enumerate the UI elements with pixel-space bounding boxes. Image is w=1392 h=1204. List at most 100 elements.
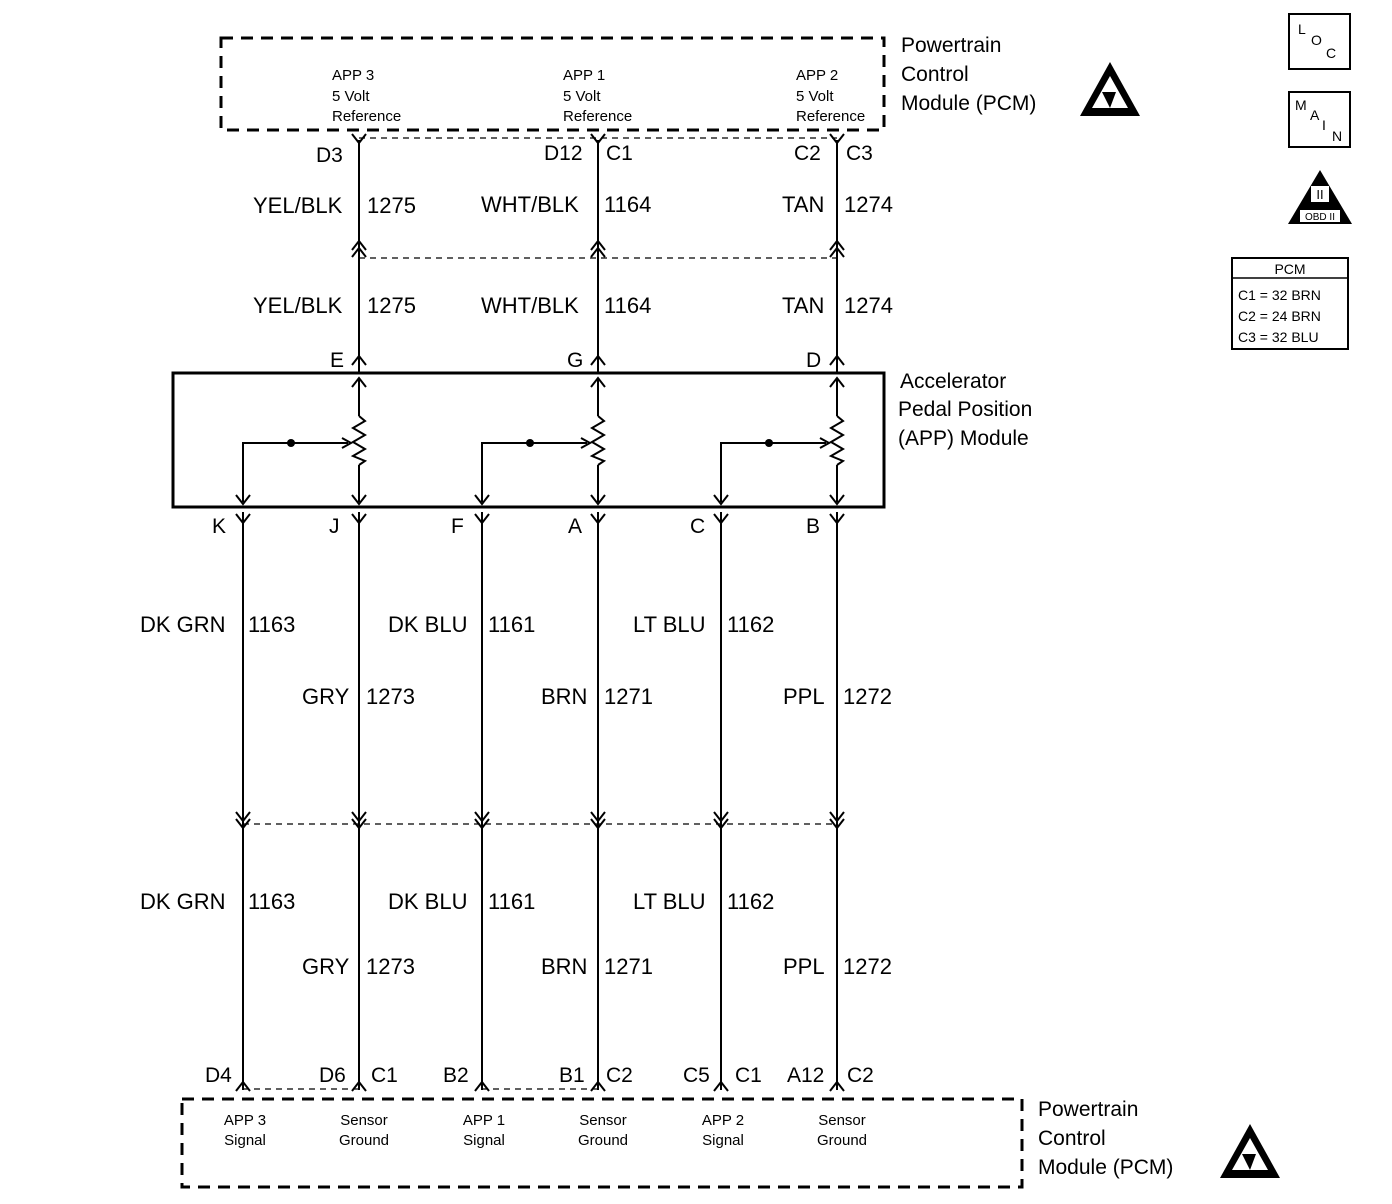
lower-wire-label-1163-b: DK GRN 1163 xyxy=(140,889,295,914)
pin-c2-top: C2 xyxy=(794,142,821,165)
pin-d: D xyxy=(806,349,821,372)
svg-text:Sensor: Sensor xyxy=(579,1112,627,1129)
loc-icon[interactable]: L O C xyxy=(1288,13,1351,70)
svg-text:A: A xyxy=(1310,107,1320,123)
svg-text:DK GRN: DK GRN xyxy=(140,889,226,914)
svg-text:Reference: Reference xyxy=(796,108,865,125)
svg-text:C5: C5 xyxy=(683,1064,710,1087)
top-pcm-terminal-app3: APP 3 5 Volt Reference xyxy=(332,67,401,125)
svg-text:B1: B1 xyxy=(559,1064,585,1087)
upper-wire-label-1275-b: YEL/BLK 1275 xyxy=(253,293,416,318)
top-pcm-title: Powertrain Control Module (PCM) xyxy=(901,34,1036,115)
svg-text:II: II xyxy=(1316,187,1323,202)
esd-warning-icon-bottom xyxy=(1220,1124,1280,1178)
lower-wires xyxy=(235,512,845,1092)
svg-text:1273: 1273 xyxy=(366,954,415,979)
lower-wire-label-1272-b: PPL 1272 xyxy=(783,954,892,979)
svg-text:Ground: Ground xyxy=(339,1132,389,1149)
svg-text:1272: 1272 xyxy=(843,684,892,709)
obd-ii-icon[interactable]: II OBD II xyxy=(1288,170,1352,224)
svg-text:L: L xyxy=(1298,21,1306,37)
svg-text:1161: 1161 xyxy=(488,889,535,914)
svg-text:C1: C1 xyxy=(371,1064,398,1087)
svg-text:GRY: GRY xyxy=(302,954,350,979)
svg-text:LT BLU: LT BLU xyxy=(633,889,706,914)
pin-k: K xyxy=(212,515,226,538)
svg-text:C: C xyxy=(1326,45,1336,61)
bottom-pcm-title: Powertrain Control Module (PCM) xyxy=(1038,1098,1173,1179)
svg-text:D4: D4 xyxy=(205,1064,232,1087)
pin-c3-top: C3 xyxy=(846,142,873,165)
app-module-box xyxy=(171,371,886,509)
svg-text:C2 = 24 BRN: C2 = 24 BRN xyxy=(1238,308,1321,324)
svg-text:1275: 1275 xyxy=(367,293,416,318)
pcm-connector-table: PCM C1 = 32 BRN C2 = 24 BRN C3 = 32 BLU xyxy=(1231,257,1349,350)
pin-j: J xyxy=(329,515,340,538)
svg-text:OBD II: OBD II xyxy=(1305,212,1335,223)
bottom-pcm-box xyxy=(180,1097,1024,1189)
svg-text:C2: C2 xyxy=(847,1064,874,1087)
pin-c1-top: C1 xyxy=(606,142,633,165)
lower-wire-label-1271-b: BRN 1271 xyxy=(541,954,653,979)
svg-text:1162: 1162 xyxy=(727,889,774,914)
svg-text:5 Volt: 5 Volt xyxy=(563,88,601,105)
top-pcm-terminal-app1: APP 1 5 Volt Reference xyxy=(563,67,632,125)
upper-wire-label-1164-a: WHT/BLK 1164 xyxy=(481,192,651,217)
bottom-pcm-pins: D4 D6 C1 B2 B1 C2 C5 C1 A12 C2 xyxy=(205,1064,874,1087)
svg-text:Signal: Signal xyxy=(224,1132,266,1149)
svg-text:Reference: Reference xyxy=(332,108,401,125)
svg-text:5 Volt: 5 Volt xyxy=(332,88,370,105)
svg-text:M: M xyxy=(1295,97,1307,113)
main-icon[interactable]: M A I N xyxy=(1288,91,1351,148)
svg-text:1163: 1163 xyxy=(248,889,295,914)
svg-text:Sensor: Sensor xyxy=(340,1112,388,1129)
pin-a: A xyxy=(568,515,582,538)
svg-text:B2: B2 xyxy=(443,1064,469,1087)
svg-text:DK BLU: DK BLU xyxy=(388,889,467,914)
svg-text:Powertrain: Powertrain xyxy=(1038,1098,1138,1121)
svg-text:1163: 1163 xyxy=(248,612,295,637)
upper-wire-label-1275-a: YEL/BLK 1275 xyxy=(253,193,416,218)
svg-text:PCM: PCM xyxy=(1274,261,1305,277)
svg-text:1161: 1161 xyxy=(488,612,535,637)
pin-d12: D12 xyxy=(544,142,583,165)
svg-text:PPL: PPL xyxy=(783,684,825,709)
app-module-title: Accelerator Pedal Position (APP) Module xyxy=(898,370,1032,450)
lower-wire-label-1273-a: GRY 1273 xyxy=(302,684,415,709)
wiper-dots xyxy=(287,439,773,447)
svg-text:1274: 1274 xyxy=(844,192,893,217)
svg-text:DK GRN: DK GRN xyxy=(140,612,226,637)
svg-text:C2: C2 xyxy=(606,1064,633,1087)
svg-text:Reference: Reference xyxy=(563,108,632,125)
pin-g: G xyxy=(567,349,583,372)
svg-text:Control: Control xyxy=(1038,1127,1106,1150)
lower-wire-label-1271-a: BRN 1271 xyxy=(541,684,653,709)
upper-wires xyxy=(351,133,845,372)
pin-e: E xyxy=(330,349,344,372)
svg-text:WHT/BLK: WHT/BLK xyxy=(481,293,579,318)
svg-text:Module (PCM): Module (PCM) xyxy=(1038,1156,1173,1179)
lower-wire-label-1162-a: LT BLU 1162 xyxy=(633,612,774,637)
svg-text:1275: 1275 xyxy=(367,193,416,218)
svg-text:TAN: TAN xyxy=(782,293,824,318)
svg-text:1164: 1164 xyxy=(604,192,651,217)
svg-text:Ground: Ground xyxy=(578,1132,628,1149)
svg-text:TAN: TAN xyxy=(782,192,824,217)
esd-warning-icon xyxy=(1080,62,1140,116)
svg-text:O: O xyxy=(1311,32,1322,48)
lower-wire-label-1162-b: LT BLU 1162 xyxy=(633,889,774,914)
svg-text:Signal: Signal xyxy=(702,1132,744,1149)
upper-wire-label-1164-b: WHT/BLK 1164 xyxy=(481,293,651,318)
svg-text:1274: 1274 xyxy=(844,293,893,318)
lower-wire-label-1272-a: PPL 1272 xyxy=(783,684,892,709)
pin-d3: D3 xyxy=(316,144,343,167)
svg-text:Pedal Position: Pedal Position xyxy=(898,398,1032,421)
svg-text:C1 = 32 BRN: C1 = 32 BRN xyxy=(1238,287,1321,303)
svg-text:DK BLU: DK BLU xyxy=(388,612,467,637)
svg-text:N: N xyxy=(1332,128,1342,144)
top-pcm-terminal-app2: APP 2 5 Volt Reference xyxy=(796,67,865,125)
svg-text:1164: 1164 xyxy=(604,293,651,318)
svg-text:5 Volt: 5 Volt xyxy=(796,88,834,105)
pin-c: C xyxy=(690,515,705,538)
